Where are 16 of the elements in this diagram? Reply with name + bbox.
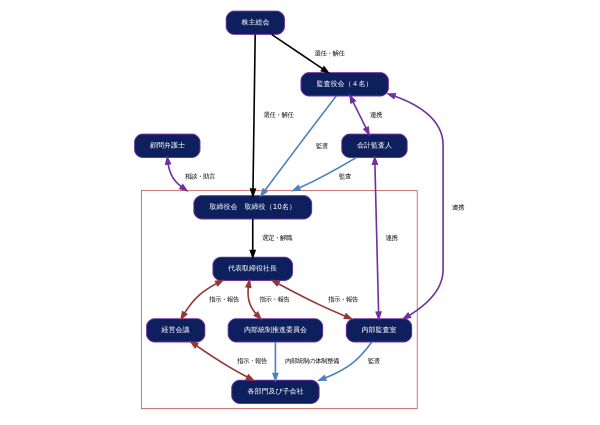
arrow (270, 34, 330, 74)
arrow (248, 219, 256, 260)
arrow (272, 342, 278, 382)
arrow (244, 278, 262, 320)
arrow (348, 94, 370, 136)
arrow (290, 156, 356, 192)
arrow (371, 155, 382, 322)
cluster (140, 190, 418, 410)
arrow (259, 96, 336, 198)
arrow (180, 279, 224, 321)
arrow (188, 340, 255, 382)
arrow (386, 93, 444, 320)
arrow (316, 342, 372, 382)
arrow (249, 34, 256, 198)
arrow (270, 279, 353, 320)
arrow (164, 155, 188, 192)
